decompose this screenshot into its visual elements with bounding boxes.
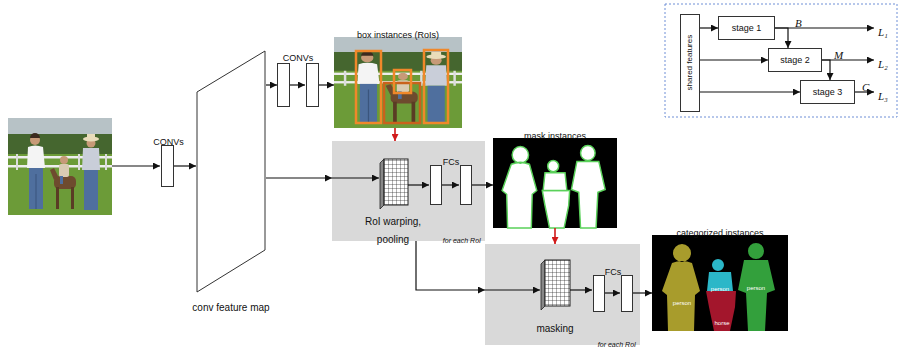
- text-slot: person: [700, 277, 740, 295]
- heading: CONVs: [153, 137, 184, 147]
- box-label: shared features: [685, 35, 694, 91]
- connector: [394, 128, 396, 141]
- layer-box: [621, 275, 633, 312]
- box-label: stage 1: [732, 23, 762, 33]
- conv-stack: CONVs: [277, 63, 319, 107]
- text-slot: RoI warping, pooling: [352, 211, 434, 248]
- text-slot: for each RoI: [425, 229, 481, 247]
- input-photo: [8, 118, 112, 215]
- text-slot: person: [736, 276, 776, 294]
- fc-stack: FCs: [593, 275, 633, 312]
- signal-name: L₁: [878, 26, 888, 38]
- connector: [266, 177, 332, 178]
- connector: [633, 292, 652, 293]
- signal-name: B: [795, 17, 802, 29]
- connector: [266, 84, 277, 85]
- note: for each RoI: [598, 341, 636, 348]
- connector: [700, 91, 800, 92]
- heading: conv feature map: [192, 302, 269, 313]
- note: for each RoI: [443, 237, 481, 244]
- text-slot: masking: [520, 318, 590, 336]
- text-slot: C: [862, 77, 869, 95]
- feature-map: conv feature map: [196, 50, 266, 293]
- process-panel: FCsRoI warping, poolingfor each RoI: [332, 141, 485, 241]
- connector: [319, 84, 334, 85]
- heading: mask instances: [524, 131, 586, 141]
- connector: [700, 59, 768, 60]
- mask-photo: [493, 138, 617, 228]
- connector: [554, 228, 556, 244]
- panel-ground: [485, 244, 640, 345]
- text-slot: L₃: [878, 86, 888, 104]
- signal-name: L₂: [878, 58, 888, 70]
- box-label: stage 3: [813, 87, 843, 97]
- layer-box: [306, 63, 319, 107]
- heading: FCs: [605, 267, 622, 277]
- heading: CONVs: [283, 53, 314, 63]
- layer-box: [593, 275, 605, 312]
- text-slot: horse: [702, 311, 742, 329]
- connector: [472, 184, 493, 185]
- category-photo: [652, 235, 788, 331]
- signal-name: L₃: [878, 90, 888, 102]
- text-slot: M: [834, 45, 843, 63]
- text-slot: CONVs: [132, 131, 205, 149]
- text-slot: B: [795, 13, 802, 31]
- text-slot: mask instances: [483, 125, 627, 143]
- connector: [775, 28, 788, 48]
- signal-name: M: [834, 49, 843, 61]
- text-slot: box instances (RoIs): [324, 24, 472, 42]
- feature-map-plane: [196, 50, 266, 293]
- connector: [822, 60, 830, 80]
- flow-arrow: [112, 28, 874, 293]
- layer-box: [460, 165, 472, 205]
- connector: [174, 165, 196, 166]
- heading: masking: [536, 323, 573, 334]
- box-label: stage 2: [780, 55, 810, 65]
- inset-frame: [665, 4, 897, 117]
- image-panel: box instances (RoIs): [334, 37, 462, 128]
- class-label: person: [711, 286, 729, 292]
- connector: [700, 27, 718, 28]
- heading: RoI warping, pooling: [365, 216, 421, 245]
- text-slot: conv feature map: [176, 297, 286, 315]
- stage-box: stage 1: [718, 16, 775, 40]
- signal-name: C: [862, 81, 869, 93]
- text-slot: FCs: [420, 151, 482, 169]
- class-label: person: [673, 300, 691, 306]
- layer-box: [430, 165, 442, 205]
- text-slot: L₁: [878, 22, 888, 40]
- image-panel: categorized instances: [652, 235, 788, 331]
- process-panel: FCs masking for each RoI: [485, 244, 640, 345]
- image-panel: mask instances: [493, 138, 617, 228]
- text-slot: for each RoI: [580, 333, 636, 351]
- heading: FCs: [443, 157, 460, 167]
- class-label: person: [747, 285, 765, 291]
- layer-box: [277, 63, 290, 107]
- fc-stack: FCs: [430, 165, 472, 205]
- text-slot: person: [662, 291, 702, 309]
- connector: [416, 241, 485, 290]
- heading: categorized instances: [676, 228, 763, 238]
- class-label: horse: [714, 320, 729, 326]
- conv-box: CONVs: [161, 145, 174, 187]
- text-slot: FCs: [583, 261, 643, 279]
- stage-box: stage 2: [768, 48, 822, 72]
- box-photo: [334, 37, 462, 128]
- feature-box: shared features: [680, 14, 700, 112]
- text-slot: categorized instances: [642, 222, 798, 240]
- heading: box instances (RoIs): [357, 30, 439, 40]
- text-slot: L₂: [878, 54, 888, 72]
- stage-box: stage 3: [800, 80, 855, 104]
- text-slot: CONVs: [257, 47, 339, 65]
